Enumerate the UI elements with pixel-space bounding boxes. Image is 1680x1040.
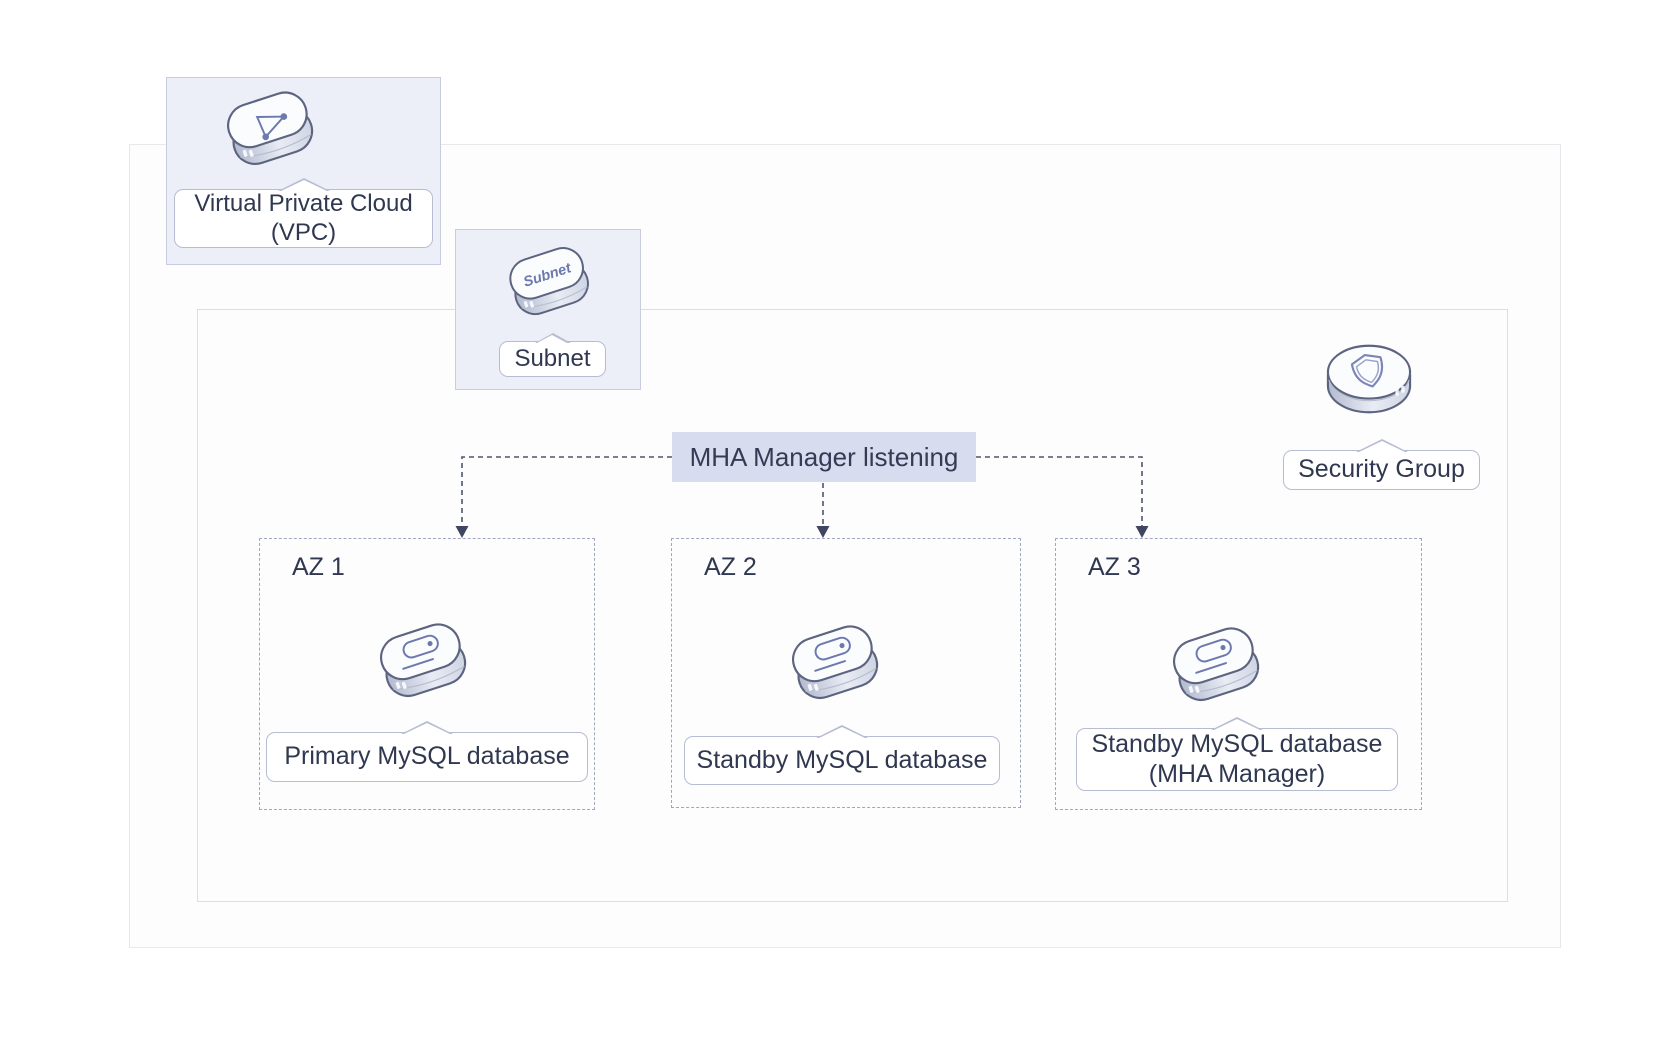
az1-database-label-line1: Primary MySQL database: [284, 742, 570, 771]
vpc-boundary-rect: [129, 144, 1561, 948]
standby-mysql-database-mha-icon: [1173, 627, 1260, 702]
label-notch: [277, 178, 330, 192]
mha-manager-banner: MHA Manager listening: [672, 432, 976, 482]
subnet-label-text: Subnet: [514, 344, 591, 372]
label-notch: [1355, 439, 1408, 453]
standby-mysql-database-icon: [792, 625, 879, 700]
az1-box: AZ 1 Primary MySQL database: [259, 538, 595, 810]
az2-database-label: Standby MySQL database: [684, 725, 1000, 785]
vpc-icon-box: Virtual Private Cloud (VPC): [166, 77, 441, 265]
az3-database-label: Standby MySQL database (MHA Manager): [1076, 717, 1398, 791]
security-group-label: Security Group: [1283, 439, 1480, 490]
label-notch: [401, 721, 453, 735]
vpc-label-line2: (VPC): [270, 218, 337, 246]
label-notch: [1211, 717, 1263, 731]
az1-database-label: Primary MySQL database: [266, 721, 588, 782]
label-notch: [534, 333, 571, 343]
subnet-icon: Subnet: [509, 247, 589, 316]
az3-database-label-line1: Standby MySQL database: [1091, 730, 1383, 758]
vpc-icon: [227, 91, 314, 165]
az1-title: AZ 1: [292, 553, 345, 581]
az2-box: AZ 2 Standby MySQL database: [671, 538, 1021, 808]
vpc-label: Virtual Private Cloud (VPC): [174, 178, 433, 248]
label-notch: [816, 725, 868, 739]
az3-database-label-line2: (MHA Manager): [1148, 759, 1326, 788]
primary-mysql-database-icon: [380, 623, 467, 698]
subnet-label: Subnet: [499, 333, 606, 377]
az2-title: AZ 2: [704, 553, 757, 581]
az2-database-label-line1: Standby MySQL database: [696, 745, 988, 774]
az3-box: AZ 3 Standby MySQL database (MHA Manager…: [1055, 538, 1422, 810]
subnet-icon-box: Subnet Subnet: [455, 229, 641, 390]
security-group-label-text: Security Group: [1298, 455, 1465, 484]
security-group-icon: [1326, 344, 1412, 414]
vpc-label-line1: Virtual Private Cloud: [194, 190, 413, 218]
az3-title: AZ 3: [1088, 553, 1141, 581]
subnet-boundary-rect: [197, 309, 1508, 902]
